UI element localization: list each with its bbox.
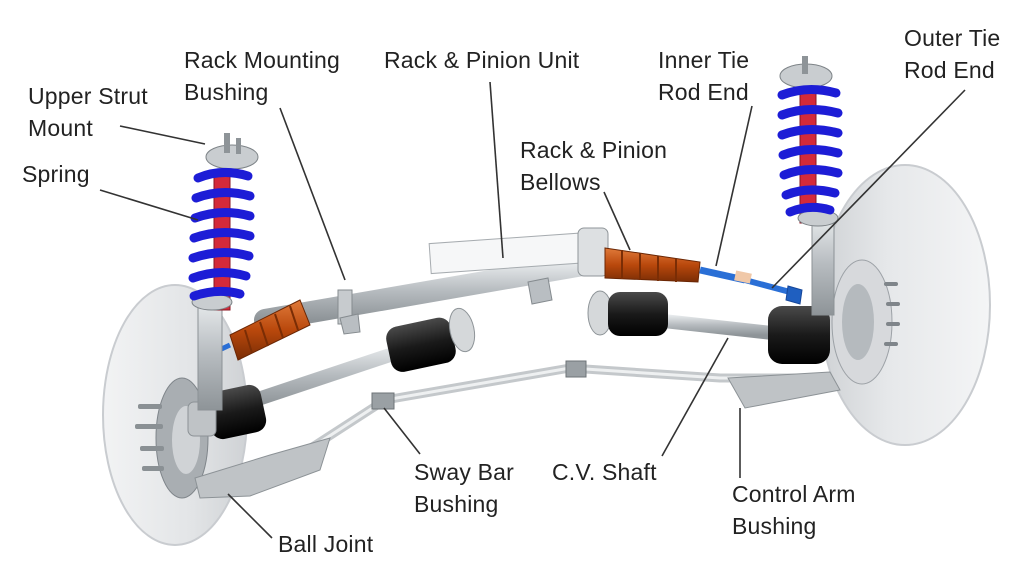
leader-ball-joint bbox=[227, 493, 273, 539]
left-control-arm bbox=[194, 437, 331, 499]
label-rack-pinion-bellows: Rack & Pinion Bellows bbox=[520, 137, 668, 195]
leader-inner-tie-rod-end bbox=[715, 105, 753, 267]
leader-sway-bar-bushing bbox=[383, 407, 421, 455]
label-rack-pinion-unit: Rack & Pinion Unit bbox=[384, 47, 580, 73]
leader-lines bbox=[99, 81, 966, 539]
label-control-arm-bushing: Control Arm Bushing bbox=[732, 481, 856, 539]
label-inner-tie-rod-end: Inner Tie Rod End bbox=[658, 47, 750, 105]
right-cv-inner-boot bbox=[587, 290, 668, 336]
rack-pinion-bellows-left bbox=[229, 299, 311, 361]
label-outer-tie-rod-end: Outer Tie Rod End bbox=[904, 25, 1001, 83]
leader-rack-mounting-bushing bbox=[279, 107, 346, 281]
left-strut bbox=[188, 133, 259, 411]
leader-upper-strut-mount bbox=[119, 125, 206, 145]
right-control-arm bbox=[727, 371, 841, 409]
right-strut bbox=[777, 56, 843, 316]
sway-bar-bushing-left bbox=[371, 392, 395, 410]
sway-bar-bushing-right bbox=[565, 360, 587, 378]
leader-rack-pinion-bellows bbox=[603, 191, 631, 251]
left-cv-inner-boot bbox=[386, 307, 476, 372]
label-rack-mounting-bushing: Rack Mounting Bushing bbox=[184, 47, 341, 105]
label-ball-joint: Ball Joint bbox=[278, 531, 374, 557]
leader-spring bbox=[99, 189, 199, 221]
label-cv-shaft: C.V. Shaft bbox=[552, 459, 657, 485]
leader-rack-pinion-unit bbox=[489, 81, 504, 259]
rack-pinion-bellows-right bbox=[604, 247, 701, 283]
leader-cv-shaft bbox=[661, 337, 729, 457]
rack-pinion-unit bbox=[254, 227, 611, 335]
right-wheel bbox=[819, 164, 991, 446]
right-hub-studs bbox=[884, 282, 900, 346]
leader-outer-tie-rod-end bbox=[771, 89, 966, 289]
right-tie-rod bbox=[699, 266, 803, 305]
label-spring: Spring bbox=[22, 161, 90, 187]
right-cv-outer-boot bbox=[768, 306, 830, 364]
wheel-studs bbox=[135, 404, 164, 471]
label-upper-strut-mount: Upper Strut Mount bbox=[28, 83, 148, 141]
label-sway-bar-bushing: Sway Bar Bushing bbox=[414, 459, 515, 517]
